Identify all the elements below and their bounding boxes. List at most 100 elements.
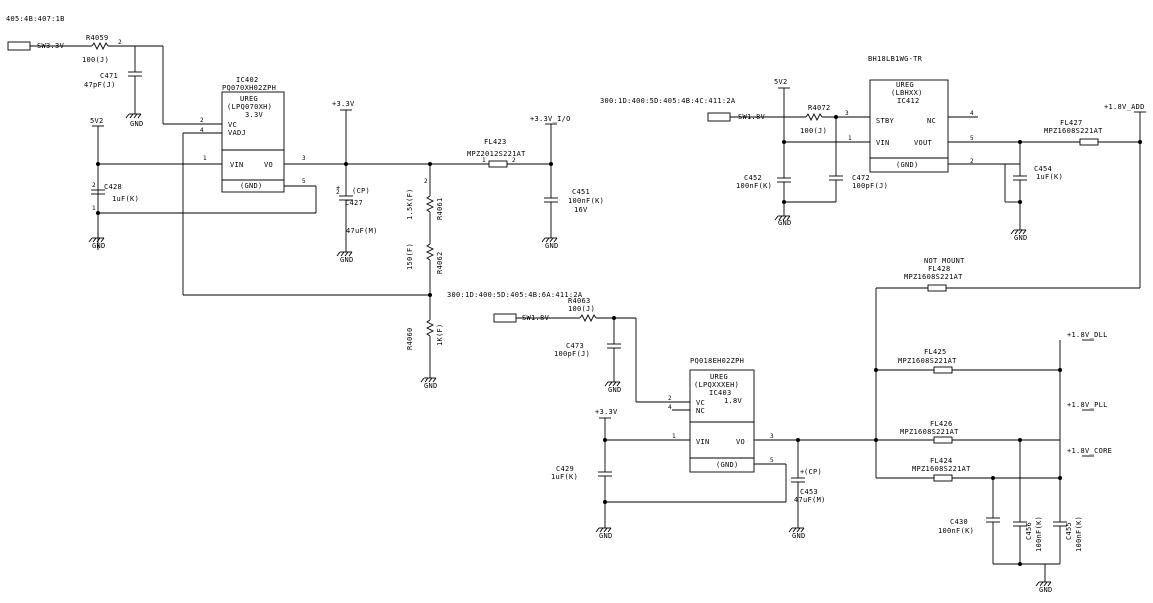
svg-text:MPZ1608S221AT: MPZ1608S221AT	[900, 428, 959, 436]
svg-text:VO: VO	[264, 161, 273, 169]
svg-text:3: 3	[845, 110, 849, 117]
svg-text:1: 1	[848, 135, 852, 142]
r4061-ref: R4061	[436, 197, 444, 220]
c456-ref: C456	[1025, 522, 1033, 540]
resistor-r4060	[426, 319, 434, 337]
svg-text:VC: VC	[228, 121, 237, 129]
svg-text:2: 2	[336, 189, 340, 196]
svg-text:(CP): (CP)	[352, 187, 370, 195]
port-sw18	[707, 112, 731, 122]
svg-text:100(J): 100(J)	[800, 127, 827, 135]
svg-text:(LPQXXXEH): (LPQXXXEH)	[694, 381, 739, 389]
ground-symbol	[604, 375, 621, 387]
capacitor-c452	[776, 177, 792, 183]
svg-text:MPZ1608S221AT: MPZ1608S221AT	[1044, 127, 1103, 135]
ic402-ref: IC402	[236, 76, 259, 84]
rail-1v8-pll-label: +1.8V_PLL	[1067, 401, 1108, 409]
c454-ref: C454	[1034, 165, 1052, 173]
c427-ref: C427	[345, 199, 363, 207]
fl423-ref: FL423	[484, 138, 507, 146]
svg-text:5: 5	[770, 457, 774, 464]
svg-text:150(F): 150(F)	[406, 243, 414, 270]
c453-ref: C453	[800, 488, 818, 496]
svg-text:(GND): (GND)	[896, 161, 919, 169]
resistor-r4062	[426, 243, 434, 261]
sheet-ref-reg3: 300:1D:400:5D:405:4B:6A:411:2A	[447, 291, 583, 299]
svg-text:NC: NC	[696, 407, 705, 415]
ground-symbol	[595, 521, 612, 533]
fl428-ref: FL428	[928, 265, 951, 273]
svg-text:1uF(K): 1uF(K)	[551, 473, 578, 481]
svg-text:(GND): (GND)	[716, 461, 739, 469]
ic412-body	[869, 79, 949, 173]
rail-3v3-label: +3.3V	[595, 408, 618, 416]
rail-5v2-label: 5V2	[90, 117, 104, 125]
svg-text:GND: GND	[130, 120, 144, 128]
svg-text:VO: VO	[736, 438, 745, 446]
svg-text:3: 3	[302, 155, 306, 162]
ic402-part: PQ070XH02ZPH	[222, 84, 276, 92]
capacitor-c472	[828, 175, 844, 181]
resistor-r4063	[579, 314, 597, 322]
ground-symbol	[788, 521, 805, 533]
resistor-r4072	[805, 113, 823, 121]
c427-val: 47uF(M)	[346, 227, 378, 235]
svg-text:100nF(K): 100nF(K)	[1035, 516, 1043, 552]
svg-text:IC412: IC412	[897, 97, 920, 105]
svg-text:100(J): 100(J)	[568, 305, 595, 313]
sheet-ref: 405:4B:407:1B	[6, 15, 65, 23]
ic403-body	[689, 369, 755, 473]
r4063-ref: R4063	[568, 297, 591, 305]
svg-text:VOUT: VOUT	[914, 139, 933, 147]
rail-3v3-io-label: +3.3V_I/O	[530, 115, 571, 123]
svg-text:47uF(M): 47uF(M)	[794, 496, 826, 504]
svg-text:STBY: STBY	[876, 117, 895, 125]
ferrite-fl424	[933, 474, 953, 482]
fl424-ref: FL424	[930, 457, 953, 465]
svg-text:1uF(K): 1uF(K)	[1036, 173, 1063, 181]
ferrite-fl428	[927, 284, 947, 292]
c428-ref: C428	[104, 183, 122, 191]
svg-text:GND: GND	[778, 219, 792, 227]
svg-text:2: 2	[668, 395, 672, 402]
fl425-ref: FL425	[924, 348, 947, 356]
c429-ref: C429	[556, 465, 574, 473]
svg-text:1.8V: 1.8V	[724, 397, 743, 405]
svg-text:3: 3	[770, 433, 774, 440]
svg-text:100pF(J): 100pF(J)	[554, 350, 590, 358]
rail-5v2-label: 5V2	[774, 78, 788, 86]
capacitor-c454	[1012, 175, 1028, 181]
svg-text:MPZ1608S221AT: MPZ1608S221AT	[904, 273, 963, 281]
c473-ref: C473	[566, 342, 584, 350]
port-sw33	[7, 41, 31, 51]
capacitor-c451	[543, 197, 559, 203]
ferrite-fl425	[933, 366, 953, 374]
svg-text:1: 1	[482, 157, 486, 164]
svg-text:UREG: UREG	[710, 373, 728, 381]
svg-text:GND: GND	[92, 242, 106, 250]
fl423-val: MPZ2012S221AT	[467, 150, 526, 158]
rail-1v8-add-label: +1.8V_ADD	[1104, 103, 1145, 111]
ferrite-fl423	[488, 160, 508, 168]
svg-text:VADJ: VADJ	[228, 129, 246, 137]
ic412-part: BH18LB1WG-TR	[868, 55, 923, 63]
svg-text:2: 2	[200, 117, 204, 124]
svg-text:16V: 16V	[574, 206, 588, 214]
resistor-r4059	[91, 42, 109, 50]
c471-val: 47pF(J)	[84, 81, 116, 89]
ferrite-fl427	[1079, 138, 1099, 146]
r4060-ref: R4060	[406, 327, 414, 350]
svg-text:VIN: VIN	[696, 438, 710, 446]
ground-symbol	[1035, 575, 1052, 587]
ground-symbol	[336, 245, 353, 257]
svg-text:2: 2	[424, 178, 428, 185]
svg-text:NOT MOUNT: NOT MOUNT	[924, 257, 965, 265]
svg-text:1: 1	[92, 205, 96, 212]
fl427-ref: FL427	[1060, 119, 1083, 127]
svg-text:2: 2	[512, 157, 516, 164]
resistor-r4061	[426, 195, 434, 213]
svg-text:5: 5	[302, 178, 306, 185]
svg-text:4: 4	[668, 404, 672, 411]
ground-symbol	[88, 231, 105, 243]
